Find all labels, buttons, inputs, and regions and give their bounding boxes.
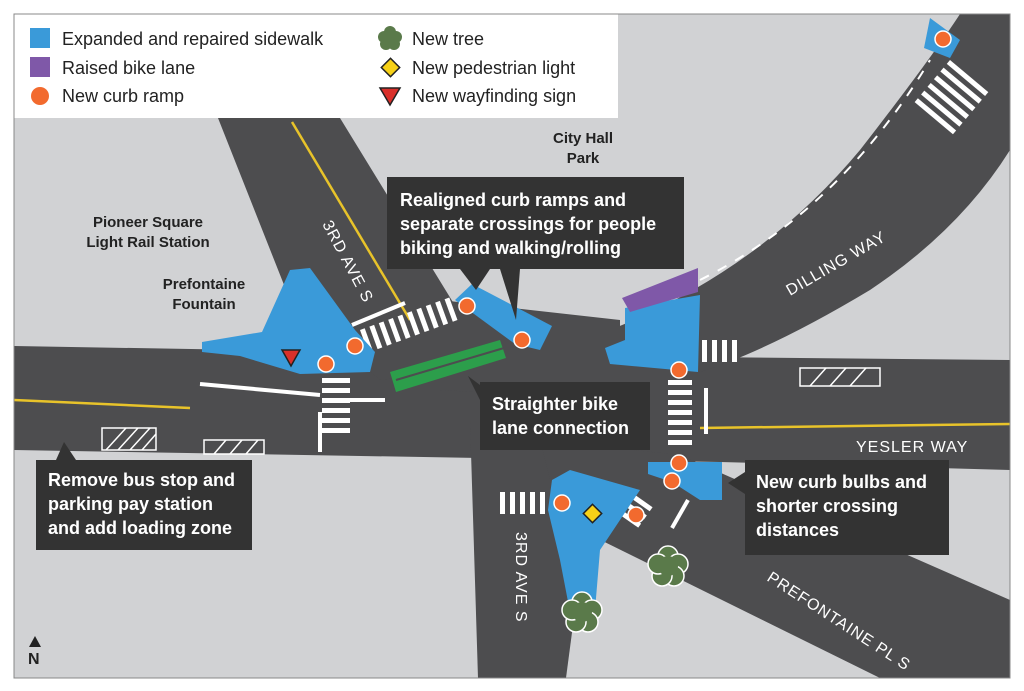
place-fountain-line1: Prefontaine: [163, 276, 246, 293]
crosswalk-dilling-ne: [914, 59, 989, 135]
callout-curb-bulbs: New curb bulbs and shorter crossing dist…: [728, 460, 949, 555]
crosswalk-west: [322, 378, 350, 433]
sidewalk-pioneer-square: [202, 268, 375, 374]
callout-realigned: Realigned curb ramps and separate crossi…: [387, 177, 684, 320]
sidewalk-dilling: [605, 295, 700, 372]
north-arrow-icon: [29, 636, 41, 647]
tree-icon: [647, 545, 689, 587]
legend-sign-icon: [378, 87, 402, 107]
stop-bar-prefontaine: [670, 499, 690, 529]
crosswalks: [322, 59, 989, 528]
legend-curb-ramp-label: New curb ramp: [62, 86, 184, 106]
place-city-hall-line1: City Hall: [553, 130, 613, 147]
curb-ramp: [513, 331, 531, 349]
place-fountain-line2: Fountain: [172, 296, 235, 313]
lane-markings: [699, 59, 931, 281]
callout-realigned-line3: biking and walking/rolling: [400, 238, 621, 258]
callout-bus-line3: and add loading zone: [48, 518, 232, 538]
callout-realigned-line2: separate crossings for people: [400, 214, 656, 234]
callout-bus-line1: Remove bus stop and: [48, 470, 235, 490]
curb-ramp: [346, 337, 364, 355]
curb-ramp: [670, 361, 688, 379]
sidewalk-curb-bulb-east: [648, 462, 722, 500]
callout-realigned-line1: Realigned curb ramps and: [400, 190, 626, 210]
crosswalk-east: [668, 380, 692, 445]
trees: [561, 545, 689, 633]
dilling-way-road: [600, 14, 1010, 372]
legend-tree-icon: [378, 26, 402, 50]
curb-ramp: [458, 297, 476, 315]
legend-tree-label: New tree: [412, 29, 484, 49]
legend-light-icon: [380, 57, 401, 78]
north-arrow: N: [28, 636, 41, 668]
curb-ramp: [663, 472, 681, 490]
map-frame: [13, 13, 1011, 679]
place-city-hall-line2: Park: [567, 150, 600, 167]
legend-curb-ramp-icon: [31, 87, 49, 105]
place-labels: City Hall Park Pioneer Square Light Rail…: [86, 130, 613, 313]
hatch-2: [203, 439, 265, 455]
legend-sign-label: New wayfinding sign: [412, 86, 576, 106]
hatched-zones: [101, 367, 881, 455]
curb-ramp: [934, 30, 952, 48]
crosswalk-dilling: [702, 340, 737, 362]
north-label: N: [28, 651, 40, 668]
curb-ramp: [627, 506, 645, 524]
tree-icon: [561, 591, 603, 633]
stop-bars: [199, 301, 708, 529]
callout-bulbs-line3: distances: [756, 520, 839, 540]
curb-ramp: [317, 355, 335, 373]
curb-ramp: [670, 454, 688, 472]
street-label-yesler-way: YESLER WAY: [856, 439, 968, 456]
yesler-center-line-east: [699, 422, 1011, 430]
callout-straighter-line2: lane connection: [492, 418, 629, 438]
curb-ramp: [553, 494, 571, 512]
prefontaine-road: [540, 440, 1010, 678]
hatch-3: [799, 367, 881, 387]
callout-straighter: Straighter bike lane connection: [468, 376, 650, 450]
callout-bus-stop: Remove bus stop and parking pay station …: [36, 442, 252, 550]
third-ave-center-line: [290, 121, 412, 321]
raised-bike-lane: [622, 268, 698, 312]
bike-lane-line-west: [199, 382, 321, 397]
green-bike-crossing: [390, 340, 506, 392]
curb-ramps: [317, 30, 952, 524]
dilling-lane-dash: [699, 59, 931, 281]
legend: Expanded and repaired sidewalk Raised bi…: [14, 14, 618, 118]
place-pioneer-line1: Pioneer Square: [93, 214, 203, 231]
callout-bulbs-line1: New curb bulbs and: [756, 472, 927, 492]
loading-zone-hatch: [101, 427, 157, 451]
stop-bar-north: [351, 301, 406, 327]
center-road: [440, 300, 620, 400]
wayfinding-sign-icon: [280, 349, 302, 368]
legend-bike-lane-label: Raised bike lane: [62, 58, 195, 78]
street-label-3rd-ave-south: 3RD AVE S: [512, 532, 529, 623]
legend-sidewalk-label: Expanded and repaired sidewalk: [62, 29, 324, 49]
crosswalk-3rd-south: [500, 492, 545, 514]
yesler-center-line-west: [13, 398, 191, 410]
callout-bus-line2: parking pay station: [48, 494, 213, 514]
place-pioneer-line2: Light Rail Station: [86, 234, 209, 251]
legend-light-label: New pedestrian light: [412, 58, 575, 78]
legend-sidewalk-swatch: [30, 28, 50, 48]
legend-bike-lane-swatch: [30, 57, 50, 77]
crosswalk-3rd-north: [360, 297, 458, 353]
center-lines: [13, 121, 1011, 430]
pedestrian-light-icon: [582, 503, 603, 524]
callout-bulbs-line2: shorter crossing: [756, 496, 898, 516]
callout-straighter-line1: Straighter bike: [492, 394, 618, 414]
sidewalk-3rd-south: [548, 470, 640, 612]
